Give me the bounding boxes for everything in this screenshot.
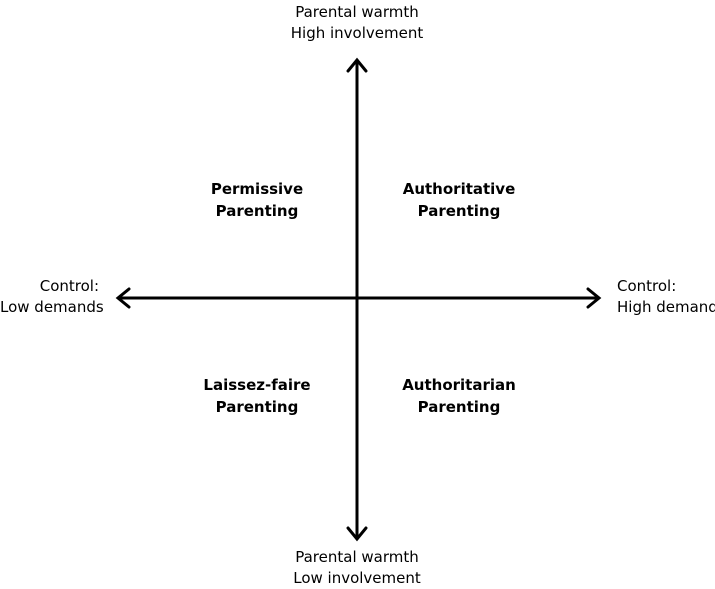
top-axis-label-line1: Parental warmth (295, 3, 419, 21)
quadrant-laissez-faire: Laissez-faire Parenting (203, 374, 310, 418)
quadrant-authoritarian-line2: Parenting (417, 398, 501, 416)
arrowhead-left-icon (115, 287, 131, 309)
top-axis-label: Parental warmth High involvement (291, 2, 423, 44)
right-axis-label-line2: High demands (617, 298, 715, 316)
quadrant-authoritarian: Authoritarian Parenting (402, 374, 516, 418)
bottom-axis-label-line2: Low involvement (293, 569, 421, 587)
right-axis-label: Control: High demands (617, 276, 715, 318)
left-axis-label-line2: Low demands (0, 298, 104, 316)
right-axis-label-line1: Control: (617, 277, 677, 295)
left-axis-label: Control: Low demands (0, 276, 104, 318)
quadrant-permissive-line2: Parenting (215, 202, 299, 220)
arrowhead-right-icon (586, 287, 602, 309)
left-axis-label-line1: Control: (39, 277, 99, 295)
top-axis-label-line2: High involvement (290, 24, 424, 42)
quadrant-authoritative: Authoritative Parenting (403, 178, 516, 222)
arrowhead-up-icon (346, 57, 368, 73)
quadrant-authoritative-line1: Authoritative (402, 180, 516, 198)
arrowhead-down-icon (346, 526, 368, 542)
quadrant-laissez-faire-line2: Parenting (215, 398, 299, 416)
quadrant-authoritative-line2: Parenting (417, 202, 501, 220)
bottom-axis-label-line1: Parental warmth (295, 548, 419, 566)
quadrant-authoritarian-line1: Authoritarian (402, 376, 516, 394)
bottom-axis-label: Parental warmth Low involvement (293, 547, 421, 589)
quadrant-permissive: Permissive Parenting (211, 178, 303, 222)
quadrant-laissez-faire-line1: Laissez-faire (203, 376, 311, 394)
quadrant-permissive-line1: Permissive (210, 180, 304, 198)
